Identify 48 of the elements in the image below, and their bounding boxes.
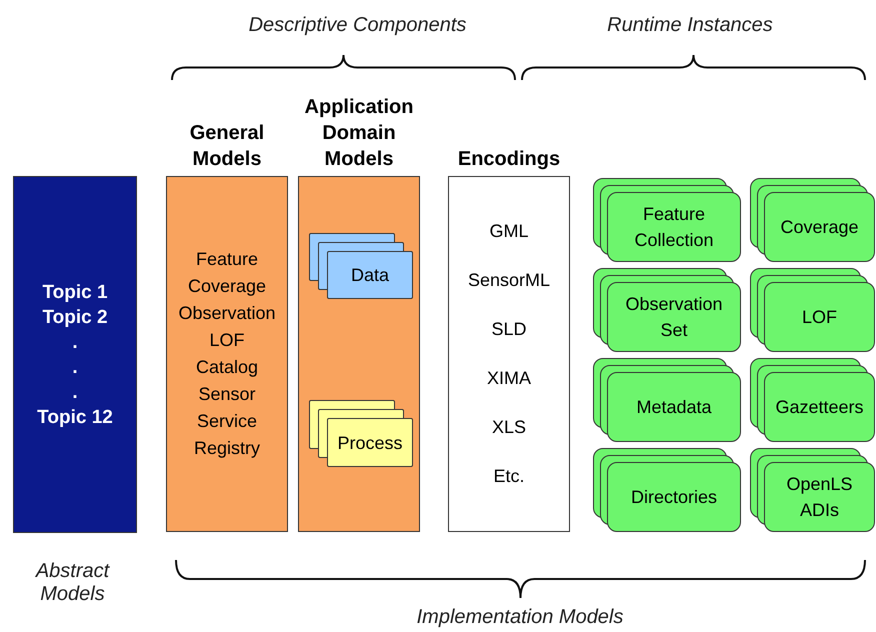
list-item: Observation	[178, 302, 276, 325]
list-item: GML	[489, 220, 528, 243]
column-heading: General Models	[188, 121, 266, 172]
list-item: SLD	[491, 318, 526, 341]
card-stack	[750, 358, 875, 442]
list-item: LOF	[209, 329, 244, 352]
list-item: Etc.	[493, 465, 524, 488]
card-label: Data	[350, 264, 390, 287]
caption-label: Abstract Models	[34, 560, 111, 606]
list-item: XIMA	[486, 367, 531, 390]
list-item: Registry	[194, 437, 260, 460]
caption-label: Implementation Models	[416, 606, 624, 629]
card-stack	[750, 448, 875, 532]
topic-label: Topic 12	[37, 406, 113, 430]
card-label: Feature Collection	[633, 203, 715, 252]
column-heading: Application Domain Models	[304, 95, 414, 172]
topic-box	[13, 176, 137, 533]
list-item: XLS	[492, 416, 526, 439]
list-item: Catalog	[196, 356, 258, 379]
card-stack	[309, 233, 413, 299]
card-stack	[309, 400, 413, 467]
card-label: OpenLS ADIs	[785, 473, 854, 522]
card-label: Observation Set	[624, 293, 724, 342]
topic-label: .	[72, 380, 78, 404]
card-stack	[593, 358, 741, 442]
card-stack	[593, 268, 741, 352]
card-stack	[593, 178, 741, 262]
card-stack	[593, 448, 741, 532]
list-item: Feature	[196, 248, 258, 271]
caption-label: Descriptive Components	[248, 14, 468, 37]
topic-label: Topic 2	[42, 306, 108, 330]
card-label: Directories	[630, 486, 718, 509]
card-stack	[750, 268, 875, 352]
card-stack	[750, 178, 875, 262]
card-label: Coverage	[780, 216, 859, 239]
topic-label: .	[72, 330, 78, 354]
topic-label: .	[72, 356, 78, 380]
card-label: Metadata	[636, 396, 712, 419]
list-item: Sensor	[198, 383, 256, 406]
list-item: Coverage	[188, 275, 266, 298]
card-label: Gazetteers	[775, 396, 864, 419]
card-label: LOF	[802, 306, 837, 329]
column-heading: Encodings	[456, 147, 562, 172]
caption-label: Runtime Instances	[606, 14, 774, 37]
topic-label: Topic 1	[42, 280, 108, 304]
card-label: Process	[337, 432, 403, 454]
list-item: Service	[196, 410, 258, 433]
list-item: SensorML	[468, 269, 550, 292]
